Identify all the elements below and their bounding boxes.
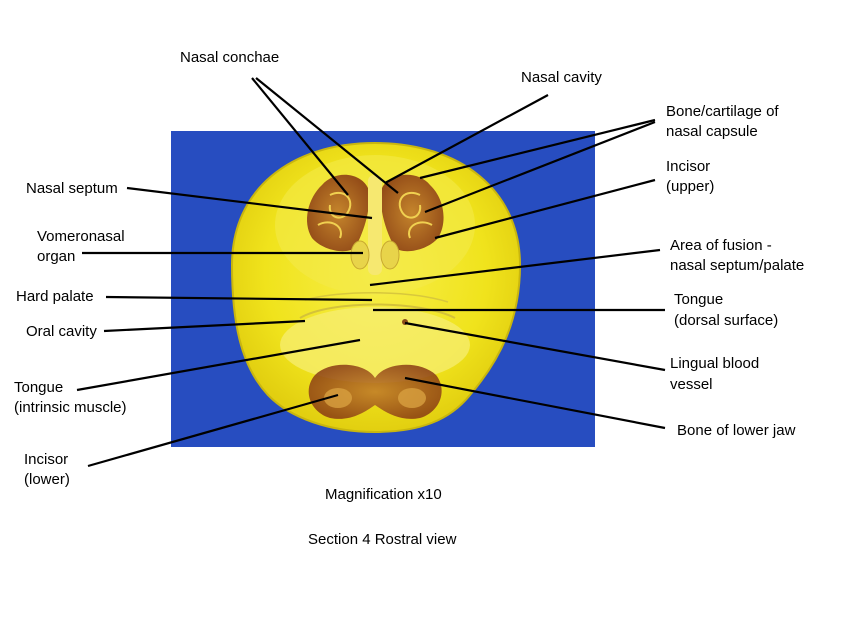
leader-bone-lower-jaw [404, 376, 666, 430]
tongue-zone [280, 307, 470, 383]
palate-line [304, 291, 449, 303]
vomeronasal-right [380, 240, 400, 270]
label-bone-lower-jaw: Bone of lower jaw [677, 422, 796, 439]
leader-hard-palate [105, 295, 373, 302]
label-incisor-lower-line1: Incisor [24, 451, 69, 468]
label-incisor-upper-line2: (upper) [666, 178, 715, 195]
label-area-fusion-line1: Area of fusion - [670, 237, 772, 254]
label-lingual-line2: vessel [670, 376, 713, 393]
incisor-lower-left [324, 388, 352, 408]
concha-right [398, 192, 422, 219]
label-tongue-intrinsic-line1: Tongue [14, 379, 64, 396]
nasal-capsule-right [380, 174, 444, 252]
leader-area-fusion [369, 248, 661, 287]
leader-nasal-conchae-1 [251, 77, 349, 196]
concha-right-2 [408, 221, 433, 239]
label-nasal-cavity: Nasal cavity [521, 69, 602, 86]
label-hard-palate: Hard palate [16, 288, 94, 305]
label-tongue-intrinsic-line2: (intrinsic muscle) [14, 399, 127, 416]
leader-lines [76, 77, 666, 468]
leader-nasal-septum [126, 186, 373, 220]
incisor-lower-right [398, 388, 426, 408]
leader-nasal-cavity [384, 94, 549, 184]
label-lingual-line1: Lingual blood [670, 355, 760, 372]
leader-bone-cartilage-2 [424, 120, 656, 214]
label-bone-cartilage-line1: Bone/cartilage of [666, 103, 779, 120]
concha-left-2 [317, 221, 342, 239]
label-tongue-dorsal-line2: (dorsal surface) [674, 312, 779, 329]
label-incisor-lower-line2: (lower) [24, 471, 70, 488]
leader-nasal-conchae-2 [255, 77, 399, 194]
leader-bone-cartilage-1 [419, 118, 656, 180]
vomeronasal-left [350, 240, 370, 270]
label-nasal-septum: Nasal septum [26, 180, 118, 197]
leader-oral-cavity [103, 319, 306, 333]
label-area-fusion-line2: nasal septum/palate [670, 257, 805, 274]
oral-cavity-line [299, 303, 456, 319]
caption-magnification: Magnification x10 [325, 486, 442, 503]
leader-lingual [404, 321, 666, 372]
leader-incisor-lower [87, 393, 339, 468]
label-oral-cavity: Oral cavity [26, 323, 97, 340]
label-tongue-dorsal-line1: Tongue [674, 291, 724, 308]
label-incisor-upper-line1: Incisor [666, 158, 711, 175]
label-vomeronasal-line1: Vomeronasal [37, 228, 125, 245]
label-vomeronasal-line2: organ [37, 248, 76, 265]
caption-section: Section 4 Rostral view [308, 531, 457, 548]
label-bone-cartilage-line2: nasal capsule [666, 123, 758, 140]
label-nasal-conchae: Nasal conchae [180, 49, 280, 66]
leader-incisor-upper [434, 178, 656, 240]
leader-tongue-intrinsic [76, 338, 361, 392]
nasal-septum-shape [368, 175, 382, 275]
